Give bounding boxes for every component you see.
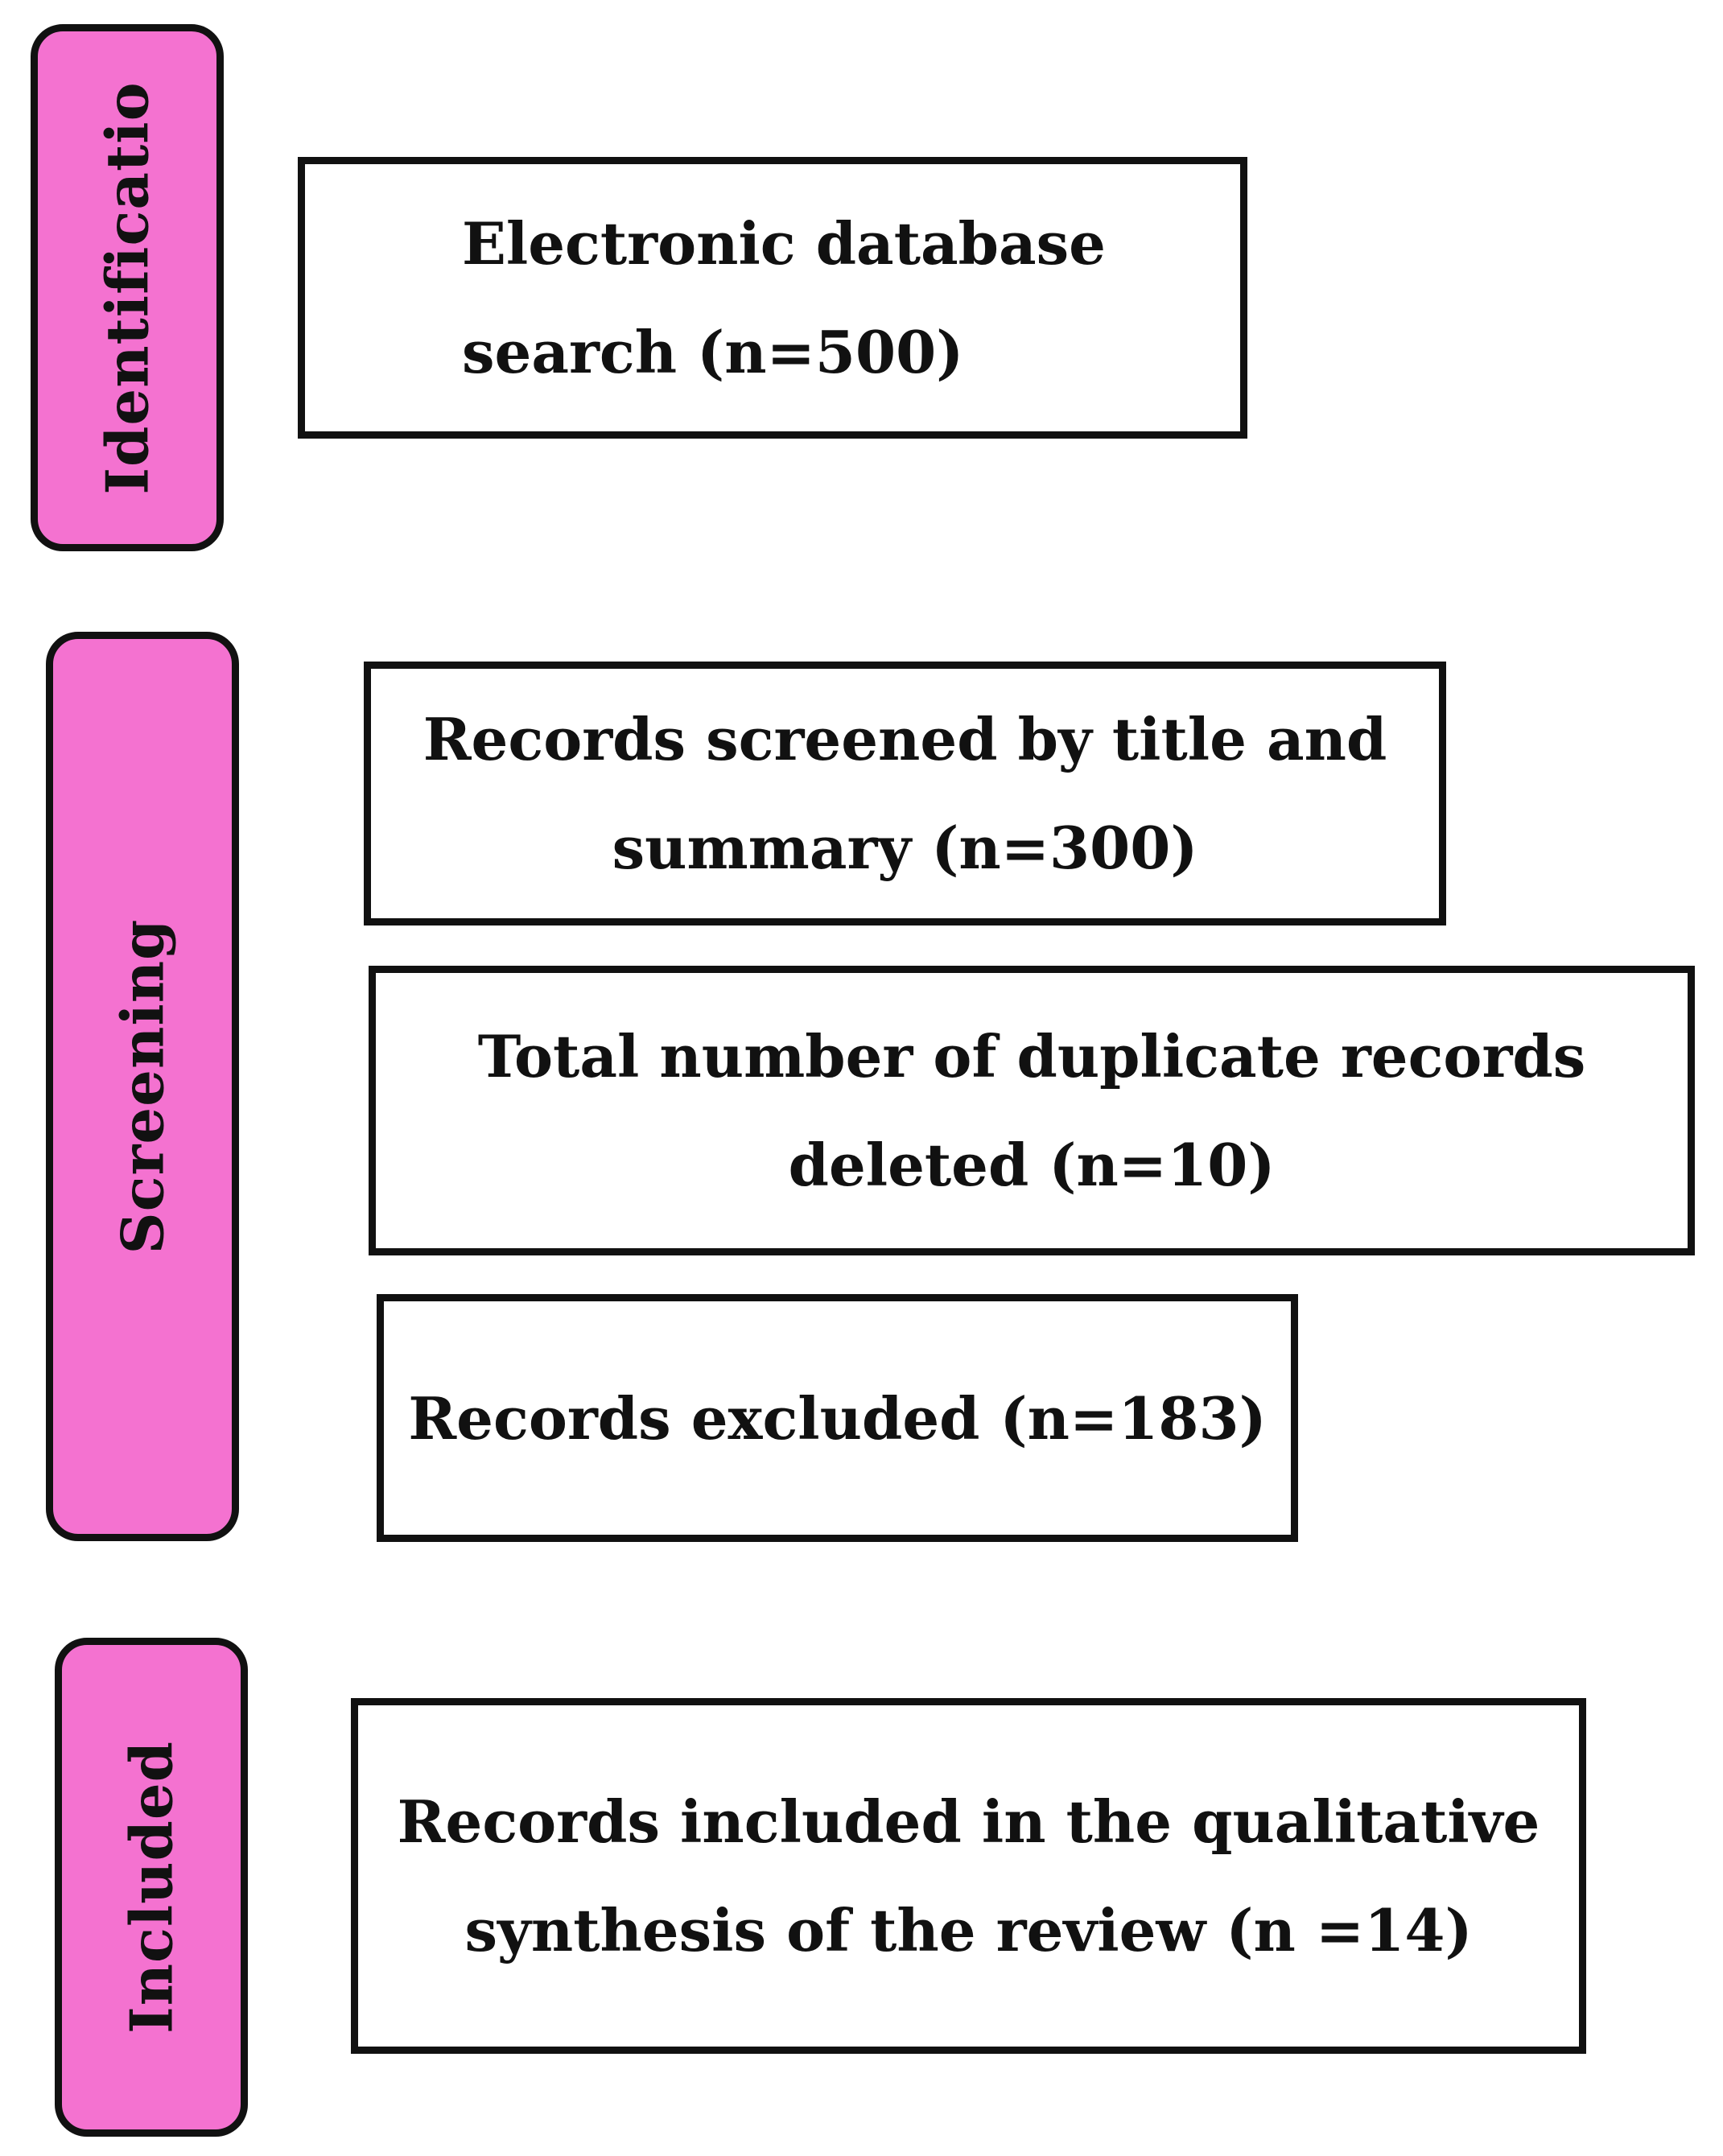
box-text-line: Total number of duplicate records (477, 1022, 1586, 1090)
box-text-line: Electronic database (462, 209, 1106, 278)
box-records-included-text: Records included in the qualitative synt… (398, 1767, 1540, 1985)
stage-screening: Screening (46, 632, 239, 1541)
box-text-line: Records screened by title and (423, 705, 1387, 773)
box-database-search: Electronic database search (n=500) (298, 157, 1247, 439)
stage-label-included: Included (117, 1740, 186, 2034)
box-text-line: deleted (n=10) (788, 1131, 1276, 1199)
box-database-search-text: Electronic database search (n=500) (305, 189, 1106, 406)
box-text-line: synthesis of the review (n =14) (464, 1896, 1473, 1964)
stage-label-identification: Identificatio (93, 80, 162, 495)
box-text-line: summary (n=300) (612, 814, 1198, 882)
box-records-screened: Records screened by title and summary (n… (364, 662, 1446, 925)
box-text-line: Records excluded (n=183) (408, 1383, 1267, 1453)
box-records-screened-text: Records screened by title and summary (n… (423, 685, 1387, 902)
stage-label-screening: Screening (108, 918, 177, 1255)
box-records-excluded: Records excluded (n=183) (377, 1294, 1298, 1542)
box-records-included: Records included in the qualitative synt… (351, 1698, 1586, 2054)
box-duplicates-deleted-text: Total number of duplicate records delete… (478, 1002, 1586, 1219)
box-records-excluded-text: Records excluded (n=183) (408, 1364, 1266, 1473)
stage-identification: Identificatio (31, 24, 224, 551)
box-text-line: search (n=500) (462, 318, 964, 386)
stage-included: Included (55, 1638, 248, 2137)
box-text-line: Records included in the qualitative (397, 1787, 1540, 1856)
box-duplicates-deleted: Total number of duplicate records delete… (369, 966, 1695, 1255)
